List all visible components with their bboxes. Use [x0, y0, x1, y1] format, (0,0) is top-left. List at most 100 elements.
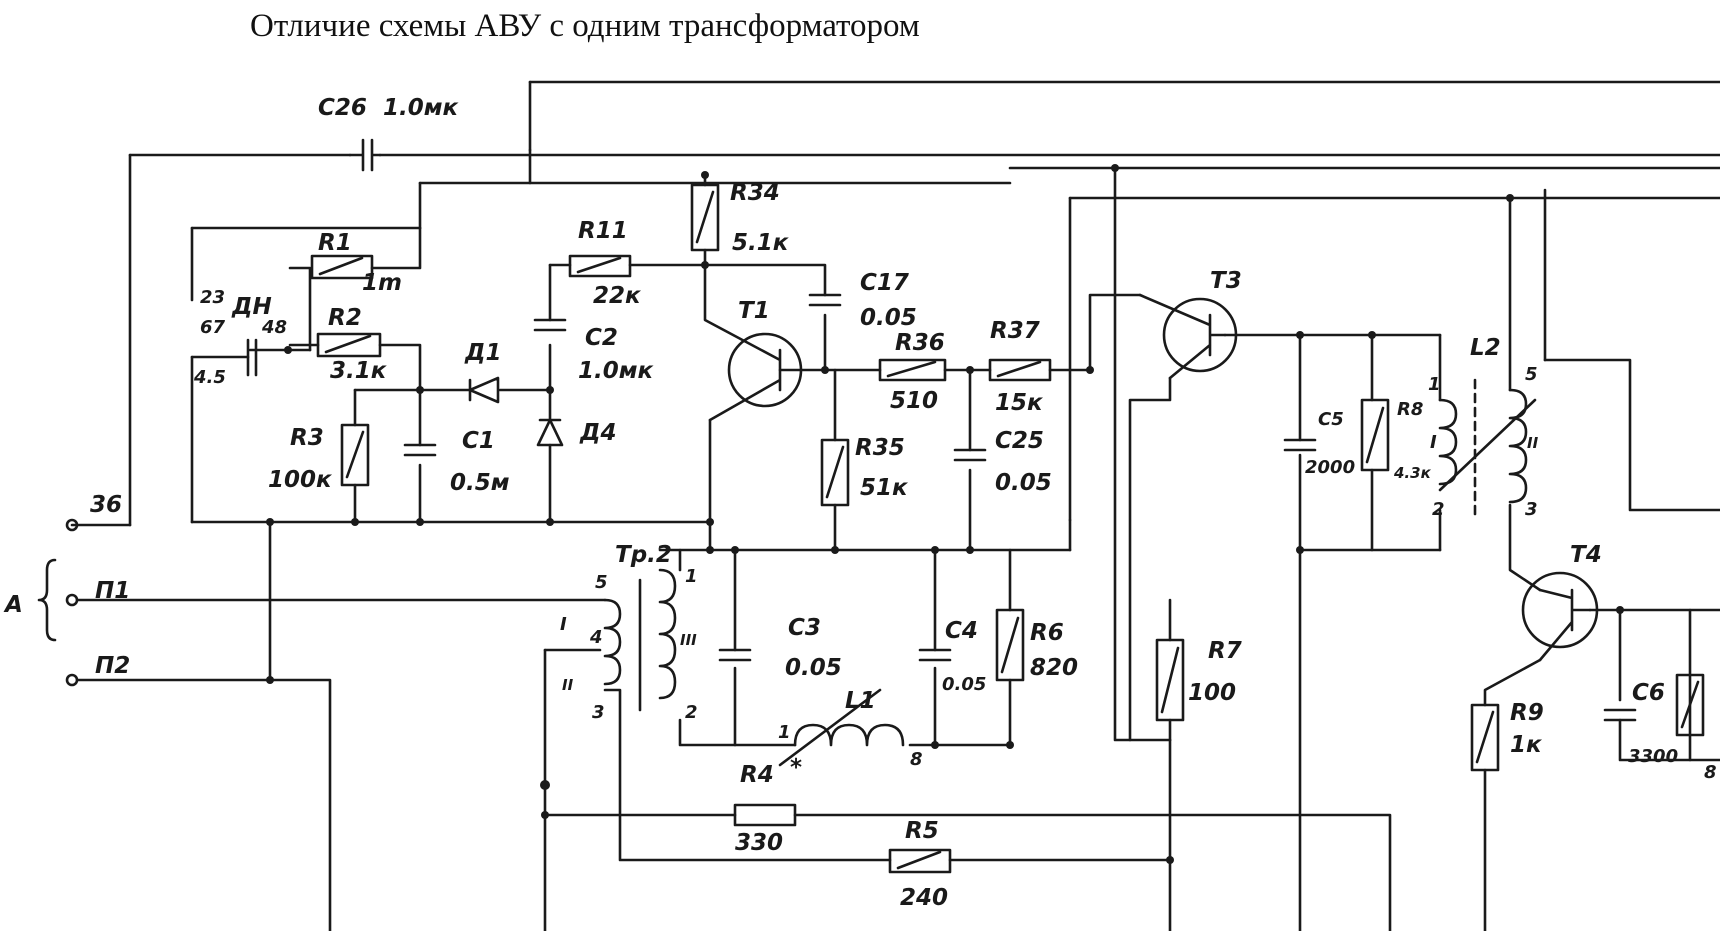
- label-R36-value: 510: [890, 388, 938, 414]
- label-C6: C6: [1632, 680, 1665, 706]
- resistor-R3: [340, 423, 370, 487]
- label-D1: Д1: [464, 340, 502, 366]
- label-T1: T1: [738, 298, 770, 324]
- transistor-T4: [1521, 571, 1599, 662]
- label-L2-pin3: 3: [1525, 499, 1538, 520]
- label-R3-value: 100к: [268, 467, 333, 493]
- label-R37: R37: [990, 318, 1040, 344]
- inductor-L1: [778, 688, 905, 767]
- label-R36: R36: [895, 330, 945, 356]
- label-R6: R6: [1030, 620, 1064, 646]
- label-R4: R4: [740, 762, 774, 788]
- resistor-R34: [690, 183, 720, 252]
- transistor-T3: [1138, 293, 1238, 380]
- label-R1: R1: [318, 230, 352, 256]
- label-R3: R3: [290, 425, 324, 451]
- label-pin-45: 4.5: [193, 367, 226, 388]
- label-R8: R8: [1397, 399, 1423, 420]
- label-C25-value: 0.05: [995, 470, 1052, 496]
- label-D4: Д4: [579, 420, 617, 446]
- label-winding-III: III: [680, 631, 697, 649]
- resistor-R11: [568, 254, 632, 278]
- label-star: *: [790, 755, 802, 781]
- capacitor-C25: [953, 448, 987, 462]
- capacitor-C17: [808, 293, 842, 307]
- label-C26-value: 1.0мк: [383, 95, 460, 121]
- label-R5-value: 240: [900, 885, 948, 911]
- resistor-R37: [988, 358, 1052, 382]
- label-Tp2-pin4: 4: [589, 627, 603, 648]
- resistor-R5: [888, 848, 952, 874]
- transistor-T1: [703, 263, 803, 422]
- label-R34: R34: [730, 180, 780, 206]
- label-R34-value: 5.1к: [732, 230, 790, 256]
- label-pin-67: 67: [200, 317, 226, 338]
- label-Tp2-pin1: 1: [685, 566, 698, 587]
- label-C1: C1: [462, 428, 495, 454]
- label-C6-right: 8: [1704, 762, 1717, 783]
- resistor-R9: [1470, 703, 1500, 772]
- capacitor-DH: [246, 338, 258, 377]
- label-R11: R11: [578, 218, 628, 244]
- label-Tp2: Тр.2: [615, 542, 672, 568]
- label-R7: R7: [1208, 638, 1242, 664]
- capacitor-C3: [718, 648, 752, 662]
- capacitor-C5: [1283, 438, 1317, 452]
- terminals: [37, 518, 79, 687]
- label-A: А: [3, 592, 23, 618]
- label-Tp2-pin3: 3: [592, 702, 605, 723]
- label-Tp2-pin5: 5: [595, 572, 608, 593]
- label-L2-pin5: 5: [1525, 364, 1538, 385]
- label-R5: R5: [905, 818, 939, 844]
- label-L2: L2: [1470, 335, 1501, 361]
- label-R2-value: 3.1к: [330, 358, 388, 384]
- label-Tp2-pin2: 2: [685, 702, 698, 723]
- label-P1: П1: [95, 578, 130, 604]
- diode-D4: [536, 418, 564, 447]
- wires: [70, 80, 1720, 931]
- label-C2: C2: [585, 325, 618, 351]
- diagram-title: Отличие схемы АВУ с одним трансформаторо…: [250, 8, 920, 44]
- label-C3-value: 0.05: [785, 655, 842, 681]
- label-R8-value: 4.3к: [1393, 464, 1432, 482]
- label-C3: C3: [788, 615, 821, 641]
- resistor-R36: [878, 358, 947, 382]
- label-C4-value: 0.05: [942, 674, 986, 695]
- resistor-R35: [820, 438, 850, 507]
- label-pin-23: 23: [200, 287, 225, 308]
- label-L2-pin2: 2: [1432, 499, 1445, 520]
- capacitor-C6: [1603, 708, 1637, 722]
- label-L1-pin8: 8: [910, 749, 923, 770]
- resistor-R8: [1360, 398, 1390, 472]
- label-C5: C5: [1318, 409, 1344, 430]
- label-winding-II: II: [562, 676, 574, 694]
- capacitor-C26: [348, 138, 382, 172]
- label-C4: C4: [945, 618, 978, 644]
- label-C1-value: 0.5м: [450, 470, 510, 496]
- labels: C26 1.0мк R1 1m R2 3.1к R3 100к 23 67 ДН…: [3, 95, 1717, 911]
- diode-D1: [468, 376, 500, 404]
- label-R1-value: 1m: [362, 270, 402, 296]
- inductor-L2: [1438, 378, 1537, 522]
- label-winding-I: I: [560, 614, 567, 635]
- resistor-C6-parallel: [1675, 673, 1705, 737]
- label-R9-value: 1к: [1510, 732, 1543, 758]
- resistor-R7: [1155, 638, 1185, 722]
- capacitor-C4: [918, 648, 952, 662]
- label-R37-value: 15к: [995, 390, 1044, 416]
- label-C17-value: 0.05: [860, 305, 917, 331]
- label-36: 36: [90, 492, 122, 518]
- resistor-R6: [995, 608, 1025, 682]
- transformer-Tp2: [603, 568, 677, 712]
- label-R6-value: 820: [1030, 655, 1078, 681]
- resistor-R2: [316, 332, 382, 358]
- label-pin-48: 48: [261, 317, 287, 338]
- label-L2-winding-II: II: [1527, 434, 1539, 452]
- label-DH: ДН: [231, 294, 272, 320]
- capacitor-C2: [533, 318, 567, 332]
- label-T3: T3: [1210, 268, 1242, 294]
- label-R35: R35: [855, 435, 905, 461]
- label-R4-value: 330: [735, 830, 783, 856]
- label-C5-value: 2000: [1305, 457, 1355, 478]
- label-C26: C26: [318, 95, 367, 121]
